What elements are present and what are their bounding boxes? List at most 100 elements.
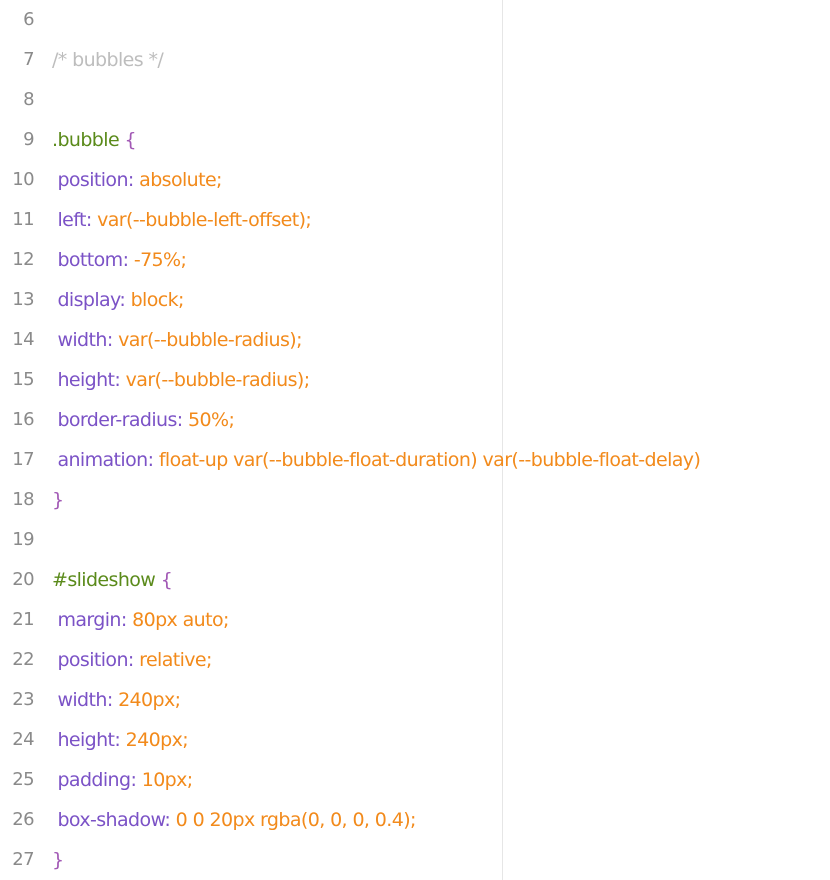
- brace-token: }: [52, 489, 64, 511]
- value-token: absolute: [139, 169, 217, 191]
- line-code: position: relative;: [52, 640, 212, 680]
- property-token: bottom: [52, 249, 123, 271]
- value-token: 10px: [141, 769, 188, 791]
- line-number: 10: [12, 169, 34, 190]
- property-token: margin: [52, 609, 121, 631]
- line-code: position: absolute;: [52, 160, 222, 200]
- property-token: :: [106, 329, 119, 351]
- selector-token: #slideshow: [52, 569, 156, 591]
- code-line[interactable]: 14 width: var(--bubble-radius);: [0, 320, 830, 360]
- line-number: 22: [12, 649, 34, 670]
- brace-token: }: [52, 849, 64, 871]
- code-line[interactable]: 23 width: 240px;: [0, 680, 830, 720]
- code-line[interactable]: 10 position: absolute;: [0, 160, 830, 200]
- property-token: :: [164, 809, 176, 831]
- code-line[interactable]: 27}: [0, 840, 830, 880]
- property-token: :: [130, 769, 142, 791]
- code-line[interactable]: 16 border-radius: 50%;: [0, 400, 830, 440]
- line-number: 14: [12, 329, 34, 350]
- brace-token: {: [124, 129, 137, 151]
- property-token: display: [52, 289, 120, 311]
- line-number: 8: [23, 89, 34, 110]
- code-line[interactable]: 13 display: block;: [0, 280, 830, 320]
- line-code: }: [52, 840, 64, 880]
- property-token: :: [114, 729, 126, 751]
- line-number: 6: [23, 9, 34, 30]
- punctuation-token: ;: [216, 169, 222, 191]
- line-code: /* bubbles */: [52, 40, 164, 80]
- value-token: var(--bubble-left-offset): [97, 209, 306, 231]
- property-token: width: [52, 329, 107, 351]
- line-code: .bubble {: [52, 120, 137, 160]
- code-line[interactable]: 7/* bubbles */: [0, 40, 830, 80]
- value-token: 240px: [118, 689, 175, 711]
- code-line[interactable]: 11 left: var(--bubble-left-offset);: [0, 200, 830, 240]
- property-token: :: [122, 249, 134, 271]
- code-line[interactable]: 24 height: 240px;: [0, 720, 830, 760]
- value-token: float-up var(--bubble-float-duration) va…: [158, 449, 701, 471]
- code-line[interactable]: 17 animation: float-up var(--bubble-floa…: [0, 440, 830, 480]
- punctuation-token: ;: [228, 409, 235, 431]
- property-token: animation: [52, 449, 148, 471]
- property-token: position: [52, 649, 128, 671]
- code-line[interactable]: 9.bubble {: [0, 120, 830, 160]
- code-line[interactable]: 26 box-shadow: 0 0 20px rgba(0, 0, 0, 0.…: [0, 800, 830, 840]
- code-line[interactable]: 21 margin: 80px auto;: [0, 600, 830, 640]
- line-number: 26: [12, 809, 34, 830]
- value-token: 240px: [125, 729, 183, 751]
- property-token: padding: [52, 769, 131, 791]
- value-token: 0 0 20px rgba(0, 0, 0, 0.4): [175, 809, 411, 831]
- code-line[interactable]: 19: [0, 520, 830, 560]
- code-line[interactable]: 6: [0, 0, 830, 40]
- line-number: 11: [12, 209, 34, 230]
- property-token: :: [85, 209, 98, 231]
- value-token: block: [130, 289, 179, 311]
- punctuation-token: ;: [296, 329, 302, 351]
- value-token: var(--bubble-radius): [125, 369, 305, 391]
- property-token: height: [52, 369, 115, 391]
- line-number: 19: [12, 529, 34, 550]
- property-token: :: [106, 689, 119, 711]
- line-number: 16: [12, 409, 34, 430]
- code-line[interactable]: 8: [0, 80, 830, 120]
- code-line[interactable]: 20#slideshow {: [0, 560, 830, 600]
- property-token: :: [114, 369, 126, 391]
- punctuation-token: ;: [182, 729, 189, 751]
- property-token: :: [147, 449, 159, 471]
- punctuation-token: ;: [305, 209, 312, 231]
- line-number: 17: [12, 449, 34, 470]
- punctuation-token: ;: [186, 769, 193, 791]
- line-number: 13: [12, 289, 34, 310]
- value-token: var(--bubble-radius): [118, 329, 297, 351]
- code-line[interactable]: 18}: [0, 480, 830, 520]
- punctuation-token: ;: [303, 369, 310, 391]
- line-code: height: 240px;: [52, 720, 188, 760]
- code-line[interactable]: 15 height: var(--bubble-radius);: [0, 360, 830, 400]
- value-token: 50%: [188, 409, 229, 431]
- line-code: animation: float-up var(--bubble-float-d…: [52, 440, 700, 480]
- property-token: position: [52, 169, 128, 191]
- property-token: height: [52, 729, 115, 751]
- code-line[interactable]: 25 padding: 10px;: [0, 760, 830, 800]
- property-token: :: [127, 649, 140, 671]
- code-line[interactable]: 22 position: relative;: [0, 640, 830, 680]
- line-number: 18: [12, 489, 34, 510]
- property-token: :: [119, 289, 131, 311]
- line-number: 27: [12, 849, 34, 870]
- comment-token: /* bubbles */: [52, 49, 164, 71]
- punctuation-token: ;: [180, 249, 187, 271]
- code-line[interactable]: 12 bottom: -75%;: [0, 240, 830, 280]
- line-number: 21: [12, 609, 34, 630]
- value-token: relative: [139, 649, 207, 671]
- line-code: left: var(--bubble-left-offset);: [52, 200, 311, 240]
- selector-token: .bubble: [52, 129, 120, 151]
- print-margin-ruler: [502, 0, 503, 880]
- line-number: 15: [12, 369, 34, 390]
- property-token: box-shadow: [52, 809, 165, 831]
- line-number: 25: [12, 769, 34, 790]
- line-code: padding: 10px;: [52, 760, 193, 800]
- line-code: margin: 80px auto;: [52, 600, 229, 640]
- punctuation-token: ;: [223, 609, 229, 631]
